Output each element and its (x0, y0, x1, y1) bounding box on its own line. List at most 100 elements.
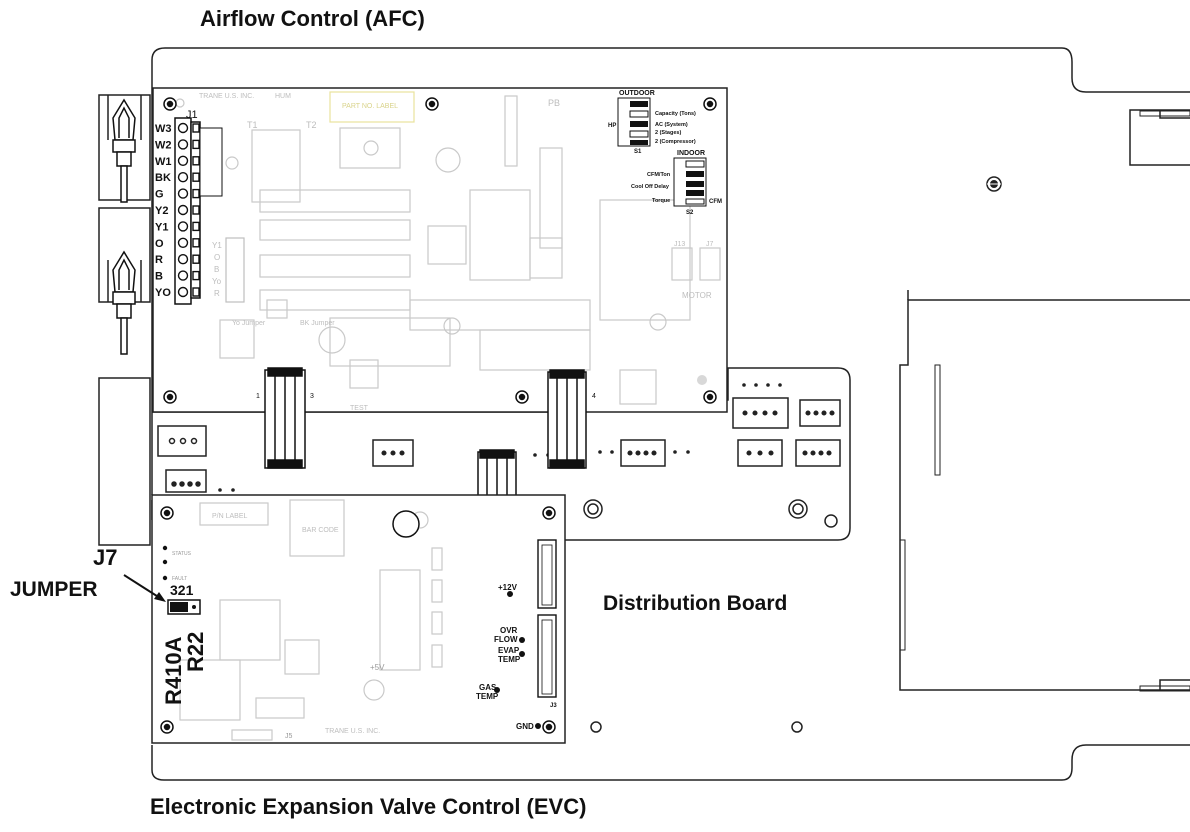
tp-evap-temp-label: TEMP (498, 655, 521, 664)
j1-terminal-hole (177, 286, 189, 298)
j1-terminal-hole (177, 237, 189, 249)
j1-terminal-label: O (155, 238, 164, 250)
y-header-label: B (214, 265, 219, 274)
afc-maker-silk: TRANE U.S. INC. (199, 93, 254, 100)
r22-label: R22 (183, 631, 208, 672)
distribution-board-title: Distribution Board (603, 592, 788, 615)
j1-terminal-label: W2 (155, 139, 172, 151)
afc-bk-jumper-silk: BK Jumper (300, 320, 335, 327)
evc-maker-silk: TRANE U.S. INC. (325, 728, 380, 735)
j1-terminal-screw (192, 188, 200, 199)
chassis-screw-right (986, 176, 1002, 192)
outdoor-row: AC (System) (655, 122, 688, 128)
jumper-positions-label: 321 (170, 582, 194, 598)
y-header-label: O (214, 253, 220, 262)
j1-terminal-label: G (155, 189, 164, 201)
tp-12v-label: +12V (498, 583, 518, 592)
j1-terminal-screw (192, 123, 200, 133)
afc-yo-jumper-silk: Yo Jumper (232, 320, 266, 327)
afc-j7-silk: J7 (706, 241, 714, 248)
j1-terminal-hole (177, 254, 189, 265)
afc-silkscreen: TRANE U.S. INC. HUM PART NO. LABEL T1 T2… (199, 93, 714, 412)
tp-gnd-label: GND (516, 722, 534, 731)
j1-terminal-hole (177, 122, 189, 134)
j1-terminal-label: R (155, 254, 163, 266)
evc-board (151, 494, 566, 744)
afc-screws (163, 97, 717, 404)
jumper-label: JUMPER (10, 578, 98, 601)
ribbon-pin-label: 1 (256, 393, 260, 400)
evc-title: Electronic Expansion Valve Control (EVC) (150, 794, 587, 819)
indoor-cfm-label: CFM (709, 199, 722, 205)
j1-terminal-hole (177, 155, 189, 167)
j1-terminal-screw (192, 172, 200, 182)
y-header-label: Yo (212, 277, 222, 286)
distribution-board (151, 367, 851, 541)
indoor-row: Torque (652, 198, 670, 204)
afc-j13-silk: J13 (674, 241, 685, 248)
j1-terminal-screw (192, 287, 200, 297)
j1-terminal-hole (177, 204, 189, 216)
j1-terminal-hole (177, 188, 189, 199)
afc-hum-silk: HUM (275, 93, 291, 100)
outdoor-title: OUTDOOR (619, 90, 655, 97)
j1-terminal-label: W1 (155, 156, 172, 168)
outdoor-dip-switch: OUTDOOR S1 HP Capacity (Tons) AC (System… (608, 90, 696, 155)
y-header-label: R (214, 289, 220, 298)
chassis-outline (151, 47, 1190, 781)
j1-terminal-screw (192, 205, 200, 215)
afc-motor-silk: MOTOR (682, 291, 712, 300)
distribution-standoffs (583, 499, 838, 733)
afc-t2-silk: T2 (306, 120, 317, 130)
evc-headers (537, 539, 557, 698)
outdoor-row: 2 (Compressor) (655, 139, 696, 145)
j1-terminal-screw (192, 139, 200, 150)
evc-components (179, 499, 443, 741)
j1-terminal-hole (177, 171, 189, 183)
j1-terminal-label: Y1 (155, 221, 168, 233)
tp-evap-label: EVAP (498, 646, 520, 655)
outdoor-row: Capacity (Tons) (655, 111, 696, 117)
evc-fault-silk: FAULT (172, 576, 187, 582)
outdoor-hp-label: HP (608, 123, 616, 129)
tp-gas-label: GAS (479, 683, 497, 692)
tp-ovr-label: OVR (500, 626, 518, 635)
j1-terminal-screw (192, 270, 200, 281)
j1-terminal-label: B (155, 271, 163, 283)
evc-barcode-label: BAR CODE (302, 527, 339, 534)
j1-terminal-hole (177, 221, 189, 232)
evc-leds (162, 545, 168, 581)
y-header-label: Y1 (212, 241, 222, 250)
left-brackets (98, 94, 151, 546)
snap-post-top (112, 98, 136, 203)
j1-holes (177, 122, 200, 298)
afc-components (175, 91, 721, 405)
j7-arrow (123, 574, 166, 602)
distribution-dots (218, 383, 782, 492)
j1-terminal-label: Y2 (155, 205, 168, 217)
j1-label: J1 (186, 109, 198, 121)
evc-test-labels: +12V OVR FLOW EVAP TEMP GAS TEMP GND J3 (476, 583, 557, 731)
distribution-connectors (157, 397, 841, 493)
tp-flow-label: FLOW (494, 635, 518, 644)
afc-y-header: Y1 O B Yo R (212, 237, 245, 303)
afc-title: Airflow Control (AFC) (200, 6, 425, 31)
evc-crystal (392, 510, 420, 538)
outdoor-row: 2 (Stages) (655, 130, 681, 136)
afc-t1-silk: T1 (247, 120, 258, 130)
indoor-row: CFM/Ton (647, 172, 671, 178)
evc-j5-label: J5 (285, 733, 293, 740)
evc-5v-label: +5V (370, 663, 385, 672)
j1-terminal-screw (192, 254, 200, 264)
j1-terminal-screw (192, 221, 200, 232)
ribbon-pin-label: 3 (310, 393, 314, 400)
evc-j3-label: J3 (550, 703, 557, 709)
outdoor-switch-label: S1 (634, 149, 642, 155)
indoor-switch-label: S2 (686, 210, 694, 216)
ribbon-pin-label: 4 (592, 393, 596, 400)
snap-post-bottom (112, 250, 136, 355)
j1-terminal-screw (192, 156, 200, 166)
evc-test-points (494, 591, 541, 729)
afc-pb-silk: PB (548, 98, 560, 108)
